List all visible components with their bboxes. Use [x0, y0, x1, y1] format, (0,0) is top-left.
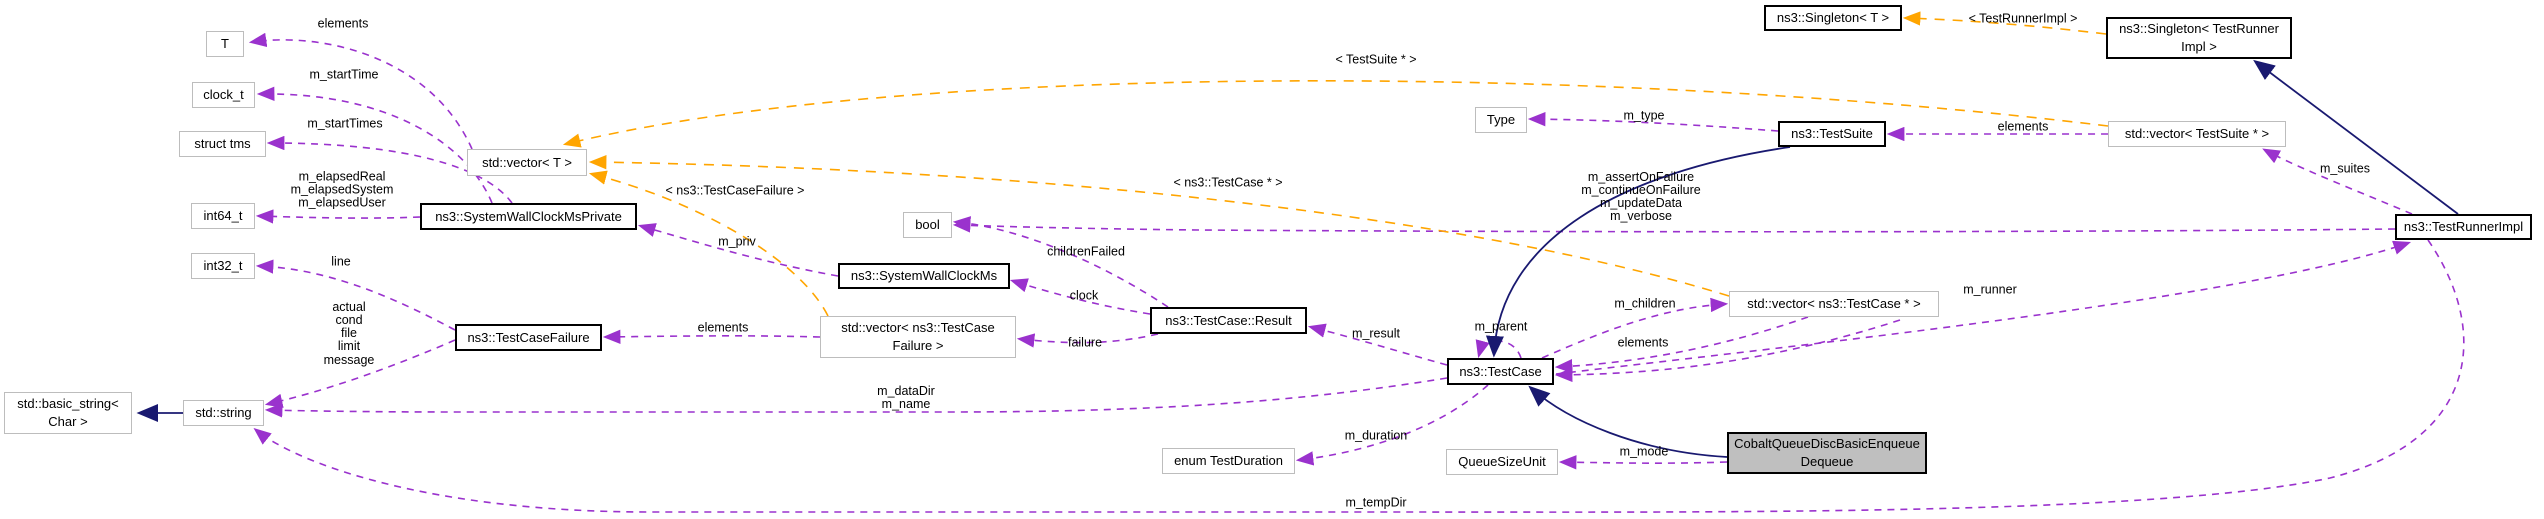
label-elements-tc: elements [1617, 335, 1669, 350]
edge-childrenfailed [952, 216, 1169, 308]
label-runner-flags: m_assertOnFailure m_continueOnFailure m_… [1581, 169, 1701, 224]
edge-m-parent [1475, 339, 1522, 359]
label-m-parent: m_parent [1474, 319, 1528, 334]
node-testcasefailure[interactable]: ns3::TestCaseFailure [455, 324, 602, 351]
edge-m-tempdir [253, 239, 2465, 513]
label-m-suites: m_suites [2319, 161, 2371, 176]
label-clock: clock [1069, 288, 1099, 303]
label-m-datadir: m_dataDir m_name [877, 383, 935, 411]
edge-m-mode [1558, 455, 1728, 470]
node-clock-t: clock_t [192, 82, 255, 108]
node-basic-string: std::basic_string< Char > [4, 392, 132, 434]
edge-m-priv [637, 223, 839, 277]
label-m-result: m_result [1352, 326, 1400, 341]
node-singleton-testrunnerimpl[interactable]: ns3::Singleton< TestRunner Impl > [2106, 17, 2292, 59]
node-systemwallclockmsprivate[interactable]: ns3::SystemWallClockMsPrivate [420, 203, 637, 230]
edge-m-suites [2262, 148, 2413, 215]
label-line: line [331, 254, 351, 269]
label-tpl-testsuite-ptr: < TestSuite * > [1335, 52, 1417, 67]
node-bool: bool [903, 212, 952, 238]
label-failure: failure [1067, 335, 1103, 350]
edge-tri-inherits-singleton [2253, 59, 2459, 215]
edge-m-datadir [264, 377, 1448, 418]
edge-runner-flags [952, 218, 2396, 233]
edge-cobalt-inherits-testcase [1528, 385, 1728, 458]
edge-m-runner [1555, 240, 2412, 375]
edge-failure-fields [264, 339, 456, 408]
edge-testsuite-inherits-testcase [1485, 146, 1791, 358]
label-elements-ts: elements [1997, 119, 2049, 134]
node-queuesizeunit: QueueSizeUnit [1446, 449, 1558, 475]
label-m-children: m_children [1614, 296, 1676, 311]
node-testsuite[interactable]: ns3::TestSuite [1778, 121, 1886, 147]
node-t: T [206, 31, 244, 57]
label-m-elapsed: m_elapsedReal m_elapsedSystem m_elapsedU… [290, 169, 394, 210]
label-elements-tcf: elements [697, 320, 749, 335]
label-m-runner: m_runner [1963, 282, 2017, 297]
edge-m-elapsed [255, 209, 421, 224]
node-vector-t: std::vector< T > [467, 149, 587, 176]
label-tpl-testrunnerimpl: < TestRunnerImpl > [1968, 11, 2078, 26]
node-vector-testsuite-ptr: std::vector< TestSuite * > [2108, 121, 2286, 147]
node-testcase[interactable]: ns3::TestCase [1447, 358, 1554, 385]
label-m-tempdir: m_tempDir [1345, 495, 1407, 510]
node-std-string: std::string [183, 400, 264, 426]
node-systemwallclockms[interactable]: ns3::SystemWallClockMs [838, 263, 1010, 289]
node-int64-t: int64_t [191, 203, 255, 229]
edge-clock [1009, 278, 1151, 315]
label-failure-fields: actual cond file limit message [323, 300, 375, 367]
edge-m-type [1527, 111, 1779, 132]
node-testcase-result[interactable]: ns3::TestCase::Result [1150, 307, 1307, 334]
label-m-starttimes: m_startTimes [307, 116, 383, 131]
label-elements-t: elements [317, 16, 369, 31]
label-m-mode: m_mode [1619, 444, 1669, 459]
label-childrenfailed: childrenFailed [1047, 244, 1125, 259]
node-testrunnerimpl[interactable]: ns3::TestRunnerImpl [2395, 214, 2532, 240]
label-m-type: m_type [1623, 108, 1665, 123]
node-type: Type [1475, 107, 1527, 133]
node-struct-tms: struct tms [179, 131, 266, 157]
edge-tpl-testsuite-ptr [562, 80, 2109, 148]
edge-failure [1016, 333, 1159, 348]
label-tpl-testcase-ptr: < ns3::TestCase * > [1173, 175, 1283, 190]
edge-tpl-testrunnerimpl [1902, 11, 2107, 35]
edge-m-children [1541, 297, 1729, 359]
label-m-duration: m_duration [1344, 428, 1408, 443]
node-vector-testcasefailure: std::vector< ns3::TestCase Failure > [820, 316, 1016, 358]
label-tpl-testcasefailure: < ns3::TestCaseFailure > [665, 183, 805, 198]
edge-line [255, 259, 456, 331]
label-m-starttime: m_startTime [309, 67, 379, 82]
node-enum-testduration: enum TestDuration [1162, 448, 1295, 474]
node-vector-testcase-ptr: std::vector< ns3::TestCase * > [1729, 291, 1939, 317]
edge-elements-t [248, 32, 473, 150]
edge-elements-tcf [602, 329, 821, 345]
node-cobaltqueuediscbasicenqueuedequeue: CobaltQueueDiscBasicEnqueue Dequeue [1727, 432, 1927, 474]
node-int32-t: int32_t [191, 253, 255, 279]
edge-elements-tc [1554, 316, 1809, 374]
edge-tpl-testcase-ptr [588, 155, 1730, 297]
node-singleton-t[interactable]: ns3::Singleton< T > [1764, 5, 1902, 31]
label-m-priv: m_priv [718, 234, 756, 249]
edge-tpl-testcasefailure [588, 170, 829, 317]
edge-m-starttimes [266, 135, 513, 204]
edge-m-result [1307, 323, 1448, 366]
edge-m-starttime [256, 86, 493, 204]
edge-elements-tc-2 [1554, 319, 1901, 383]
